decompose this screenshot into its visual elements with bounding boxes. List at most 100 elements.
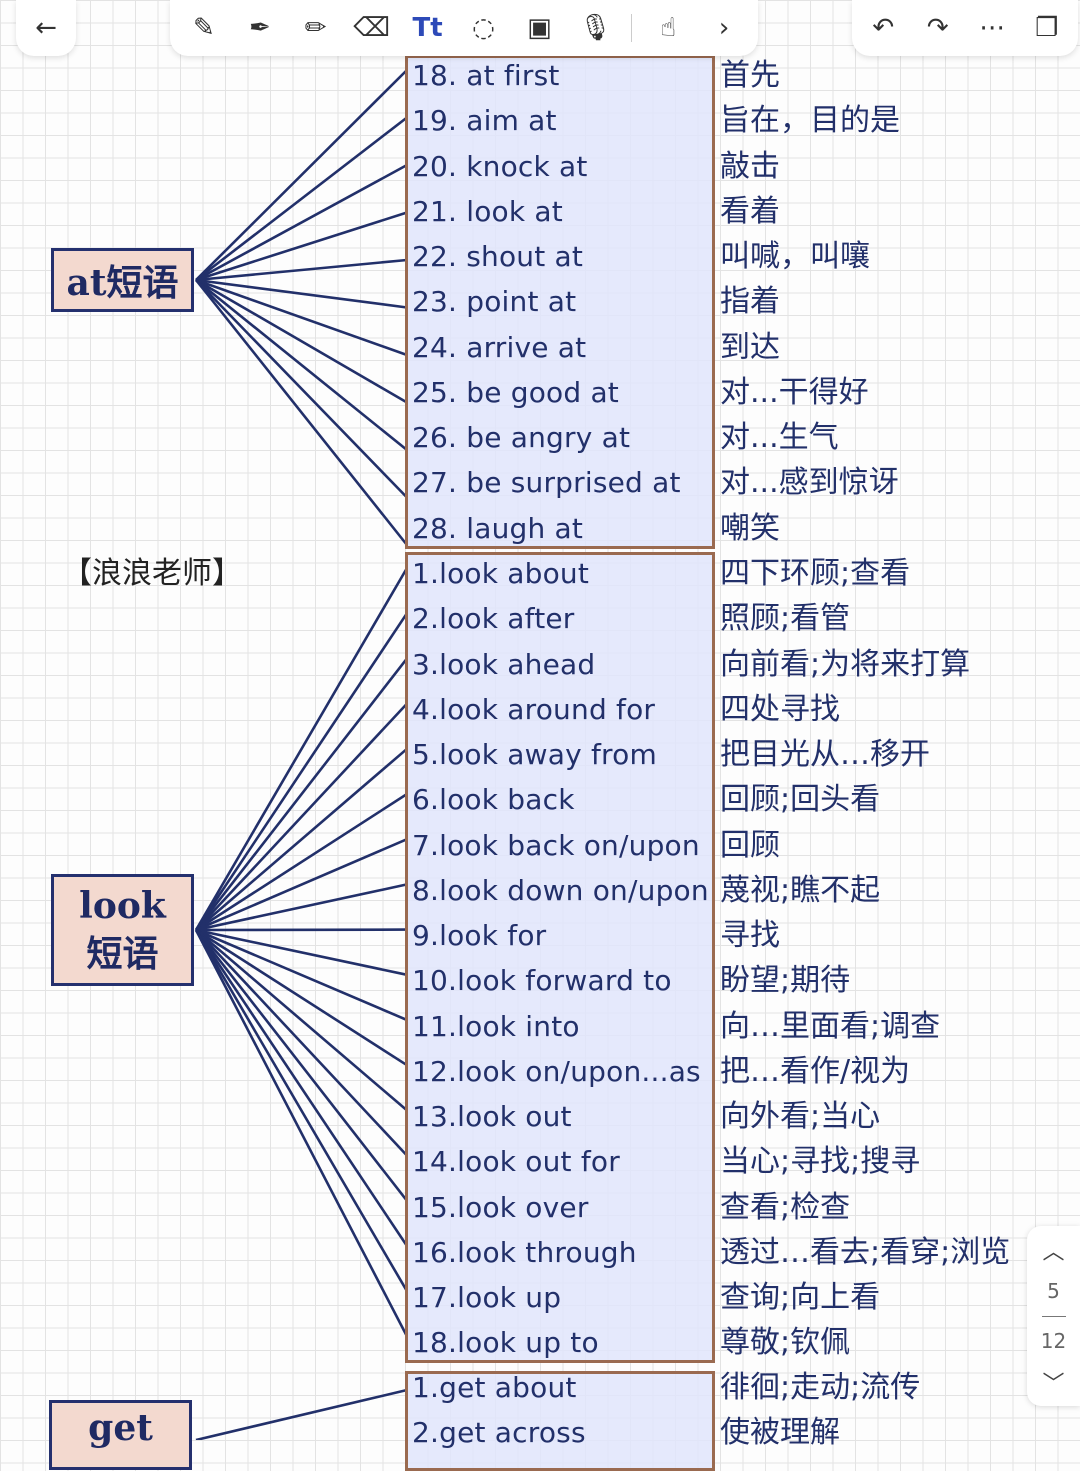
connector-line [196,930,407,1020]
phrase-english: 2.look after [412,596,575,641]
phrase-chinese: 当心;寻找;搜寻 [720,1139,920,1184]
pages-icon[interactable]: ❐ [1027,8,1067,48]
phrase-chinese: 回顾 [720,823,780,868]
phrase-chinese: 对...生气 [720,415,839,460]
connector-line [196,70,407,280]
phrase-english: 24. arrive at [412,325,586,370]
phrase-chinese: 对...感到惊讶 [720,460,899,505]
page-navigator: ︿ 5 12 ﹀ [1027,1226,1080,1406]
image-icon[interactable]: ▣ [519,8,559,48]
phrase-chinese: 查看;检查 [720,1185,850,1230]
phrase-chinese: 向前看;为将来打算 [720,642,970,687]
current-page: 5 [1047,1279,1060,1303]
phrase-english: 27. be surprised at [412,460,681,505]
connector-line [196,930,407,1336]
category-look-line1: look [79,882,166,930]
phrase-english: 6.look back [412,777,575,822]
connector-line [196,749,407,930]
phrase-english: 5.look away from [412,732,657,777]
chevron-right-icon[interactable]: › [704,8,744,48]
phrase-chinese: 首先 [720,53,780,98]
phrase-english: 22. shout at [412,234,583,279]
phrase-chinese: 向外看;当心 [720,1094,880,1139]
phrase-chinese: 徘徊;走动;流传 [720,1365,920,1410]
phrase-english: 2.get across [412,1410,586,1455]
phrase-english: 3.look ahead [412,642,595,687]
category-at: at短语 [51,248,194,312]
connector-line [196,280,407,355]
connector-line [196,930,407,1110]
chevron-up-icon[interactable]: ︿ [1042,1234,1064,1266]
phrase-chinese: 把…看作/视为 [720,1049,910,1094]
phrase-chinese: 查询;向上看 [720,1275,880,1320]
connector-line [196,930,407,1201]
phrase-english: 18. at first [412,53,560,98]
phrase-english: 16.look through [412,1230,637,1275]
phrase-english: 23. point at [412,279,576,324]
toolbar-left: ← [16,0,76,56]
connector-line [196,280,407,403]
phrase-chinese: 四下环顾;查看 [720,551,910,596]
toolbar-separator [631,14,632,42]
microphone-icon[interactable]: 🎙 [575,8,615,48]
phrase-english: 1.get about [412,1365,577,1410]
phrase-chinese: 使被理解 [720,1410,840,1455]
phrase-english: 11.look into [412,1004,580,1049]
phrase-chinese: 对...干得好 [720,370,869,415]
phrase-chinese: 寻找 [720,913,780,958]
phrase-english: 25. be good at [412,370,619,415]
back-arrow-icon[interactable]: ← [26,8,66,48]
connector-line [196,930,407,1065]
pen-icon[interactable]: ✎ [184,8,224,48]
connector-line [196,568,407,930]
phrase-english: 10.look forward to [412,958,672,1003]
undo-icon[interactable]: ↶ [863,8,903,48]
category-look-line2: 短语 [86,930,158,978]
chevron-down-icon[interactable]: ﹀ [1042,1366,1064,1398]
phrase-chinese: 敲击 [720,144,780,189]
phrase-english: 20. knock at [412,144,588,189]
phrase-english: 8.look down on/upon [412,868,709,913]
category-get: get [49,1400,192,1470]
category-at-label: at短语 [67,254,179,306]
phrase-chinese: 把目光从…移开 [720,732,930,777]
highlighter-icon[interactable]: ✏ [296,8,336,48]
phrase-chinese: 蔑视;瞧不起 [720,868,880,913]
fountain-pen-icon[interactable]: ✒ [240,8,280,48]
redo-icon[interactable]: ↷ [918,8,958,48]
phrase-chinese: 旨在，目的是 [720,98,900,143]
eraser-icon[interactable]: ⌫ [352,8,392,48]
phrase-english: 17.look up [412,1275,561,1320]
toolbar-actions: ↶ ↷ ⋯ ❐ [852,0,1078,56]
phrase-chinese: 叫喊，叫嚷 [720,234,870,279]
connector-line [196,280,407,545]
phrase-english: 19. aim at [412,98,557,143]
connector-line [196,930,407,1291]
connector-line [196,658,407,930]
watermark: 【浪浪老师】 [62,548,242,592]
phrase-chinese: 嘲笑 [720,506,780,551]
phrase-english: 9.look for [412,913,546,958]
phrase-chinese: 看着 [720,189,780,234]
phrase-chinese: 照顾;看管 [720,596,850,641]
phrase-chinese: 四处寻找 [720,687,840,732]
phrase-chinese: 尊敬;钦佩 [720,1320,850,1365]
phrase-english: 15.look over [412,1185,589,1230]
connector-line [196,704,407,930]
touch-gesture-icon[interactable]: ☝ [648,8,688,48]
lasso-icon[interactable]: ◌ [463,8,503,48]
phrase-chinese: 回顾;回头看 [720,777,880,822]
phrase-english: 7.look back on/upon [412,823,700,868]
phrase-chinese: 透过…看去;看穿;浏览 [720,1230,1010,1275]
more-icon[interactable]: ⋯ [972,8,1012,48]
phrase-english: 21. look at [412,189,563,234]
phrase-chinese: 指着 [720,279,780,324]
phrase-chinese: 到达 [720,325,780,370]
phrase-english: 4.look around for [412,687,655,732]
text-tool-icon[interactable]: Tt [408,8,448,48]
connector-line [196,280,407,498]
phrase-english: 28. laugh at [412,506,583,551]
phrase-english: 18.look up to [412,1320,599,1365]
phrase-english: 1.look about [412,551,589,596]
connector-line [196,613,407,930]
